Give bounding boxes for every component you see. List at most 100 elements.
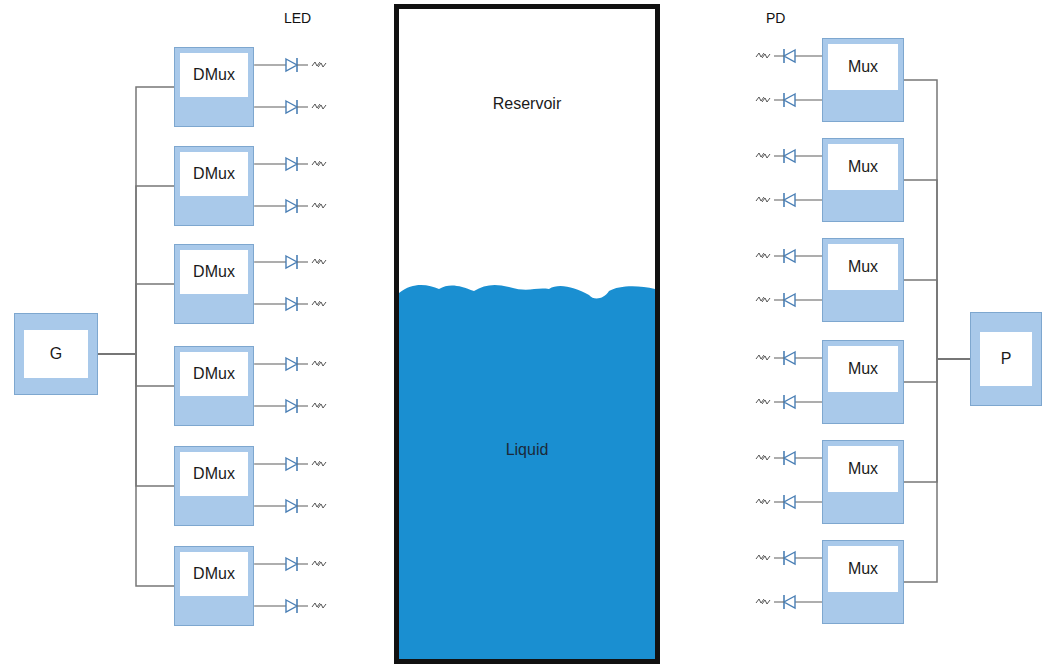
light-ray (318, 105, 326, 109)
light-ray (318, 462, 326, 466)
pd-wire (774, 457, 784, 458)
led-wire (254, 405, 286, 406)
light-ray (318, 504, 326, 508)
signal-wire (904, 359, 970, 582)
pd-wire (795, 155, 822, 156)
photodiode-symbol (784, 50, 795, 62)
led-wire (254, 563, 286, 564)
pd-wire (795, 601, 822, 602)
processor-box: P (970, 312, 1042, 406)
led-symbol (286, 600, 297, 612)
pd-wire (774, 255, 784, 256)
pd-wire (774, 55, 784, 56)
signal-wire (98, 87, 174, 354)
led-wire (297, 261, 308, 262)
photodiode-symbol (784, 396, 795, 408)
signal-wire (98, 284, 174, 354)
demux-box: DMux (174, 244, 254, 324)
led-symbol (286, 256, 297, 268)
box-label: Mux (848, 460, 878, 478)
pd-wire (774, 401, 784, 402)
box-label: G (50, 345, 62, 363)
led-wire (254, 106, 286, 107)
pd-wire (795, 557, 822, 558)
pd-wire (774, 99, 784, 100)
led-wire (297, 363, 308, 364)
led-wire (297, 64, 308, 65)
box-label: DMux (193, 565, 235, 583)
led-symbol (286, 101, 297, 113)
component-label: PD (766, 10, 785, 26)
light-ray (318, 204, 326, 208)
photodiode-symbol (784, 294, 795, 306)
box-label: DMux (193, 465, 235, 483)
signal-wire (98, 354, 174, 586)
led-wire (254, 205, 286, 206)
led-wire (297, 605, 308, 606)
led-wire (254, 605, 286, 606)
led-wire (254, 505, 286, 506)
label-panel: Mux (828, 244, 898, 290)
pd-wire (795, 457, 822, 458)
led-wire (297, 303, 308, 304)
pd-wire (795, 401, 822, 402)
led-wire (254, 363, 286, 364)
light-ray (762, 254, 770, 258)
led-wire (254, 261, 286, 262)
box-label: Mux (848, 58, 878, 76)
liquid-region: Liquid (399, 281, 655, 659)
light-ray (318, 63, 326, 67)
photodiode-symbol (784, 150, 795, 162)
led-symbol (286, 59, 297, 71)
pd-wire (774, 357, 784, 358)
light-ray (762, 198, 770, 202)
demux-box: DMux (174, 346, 254, 426)
photodiode-symbol (784, 250, 795, 262)
label-panel: Mux (828, 144, 898, 190)
led-symbol (286, 298, 297, 310)
light-ray (762, 600, 770, 604)
led-wire (297, 505, 308, 506)
light-ray (762, 556, 770, 560)
led-symbol (286, 500, 297, 512)
label-panel: Mux (828, 44, 898, 90)
mux-box: Mux (822, 238, 904, 322)
led-symbol (286, 458, 297, 470)
pd-wire (774, 557, 784, 558)
label-panel: DMux (180, 152, 248, 196)
mux-box: Mux (822, 440, 904, 524)
photodiode-symbol (784, 94, 795, 106)
led-wire (297, 563, 308, 564)
light-ray (762, 356, 770, 360)
pd-wire (795, 299, 822, 300)
mux-box: Mux (822, 340, 904, 424)
box-label: DMux (193, 365, 235, 383)
light-ray (318, 604, 326, 608)
liquid-surface (399, 285, 655, 659)
light-ray (762, 54, 770, 58)
signal-wire (904, 180, 970, 359)
led-wire (297, 205, 308, 206)
label-panel: Mux (828, 446, 898, 492)
label-panel: DMux (180, 53, 248, 97)
reservoir-tank: ReservoirLiquid (394, 4, 660, 664)
photodiode-symbol (784, 596, 795, 608)
light-ray (318, 404, 326, 408)
led-wire (254, 303, 286, 304)
led-symbol (286, 158, 297, 170)
label-panel: DMux (180, 552, 248, 596)
box-label: DMux (193, 66, 235, 84)
mux-box: Mux (822, 138, 904, 222)
mux-box: Mux (822, 38, 904, 122)
led-symbol (286, 558, 297, 570)
led-symbol (286, 400, 297, 412)
signal-wire (98, 186, 174, 354)
light-ray (762, 298, 770, 302)
light-ray (762, 154, 770, 158)
label-panel: Mux (828, 346, 898, 392)
led-symbol (286, 200, 297, 212)
light-ray (762, 456, 770, 460)
pd-wire (795, 199, 822, 200)
box-label: DMux (193, 263, 235, 281)
box-label: Mux (848, 158, 878, 176)
